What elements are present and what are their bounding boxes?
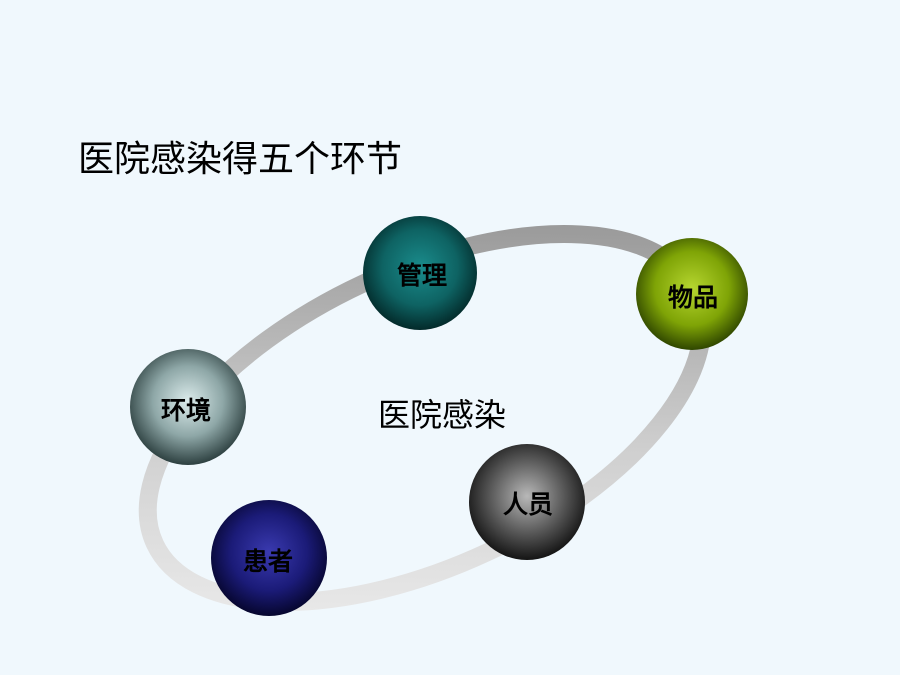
node-patient[interactable]: 患者 (211, 500, 327, 616)
node-environment[interactable]: 环境 (130, 349, 246, 465)
node-items-label: 物品 (668, 283, 718, 312)
node-environment-circle (130, 349, 246, 465)
slide-title: 医院感染得五个环节 (78, 139, 403, 180)
node-patient-label: 患者 (243, 547, 293, 576)
node-items-circle (636, 238, 748, 350)
center-label: 医院感染 (378, 396, 506, 434)
node-personnel-label: 人员 (503, 490, 553, 519)
node-management[interactable]: 管理 (363, 216, 477, 330)
node-environment-label: 环境 (161, 396, 211, 425)
node-patient-circle (211, 500, 327, 616)
node-items[interactable]: 物品 (636, 238, 748, 350)
node-personnel[interactable]: 人员 (469, 444, 585, 560)
node-management-circle (363, 216, 477, 330)
node-personnel-circle (469, 444, 585, 560)
node-management-label: 管理 (397, 261, 447, 290)
